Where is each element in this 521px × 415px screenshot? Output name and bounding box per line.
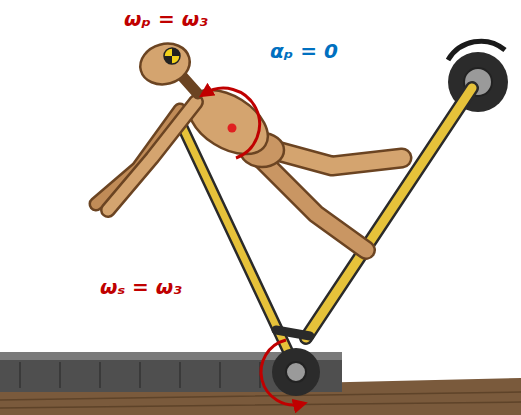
dummy-legs bbox=[262, 148, 402, 250]
rotation-arrow bbox=[261, 340, 302, 405]
rotation-arrow bbox=[204, 88, 260, 158]
dummy-back-arm bbox=[96, 110, 180, 204]
curb-texture bbox=[20, 362, 300, 388]
front-wheel bbox=[272, 348, 320, 396]
scooter-stem bbox=[182, 126, 292, 360]
ground-texture bbox=[0, 392, 521, 408]
angular-acceleration-label: αₚ = 0 bbox=[268, 40, 340, 62]
dummy-torso bbox=[177, 77, 279, 168]
angular-velocity-label: ωₛ = ω₃ bbox=[98, 276, 184, 298]
dummy-neck bbox=[182, 76, 198, 94]
deck-joint bbox=[276, 330, 310, 336]
stem-outline bbox=[182, 126, 292, 360]
dummy-head bbox=[136, 38, 195, 90]
crash-symbol bbox=[164, 48, 180, 64]
angular-velocity-label: ωₚ = ω₃ bbox=[122, 8, 210, 30]
dummy-front-arm bbox=[108, 102, 196, 210]
rear-fender bbox=[448, 41, 505, 60]
front-hub bbox=[286, 362, 306, 382]
mass-centre-dot bbox=[228, 124, 237, 133]
